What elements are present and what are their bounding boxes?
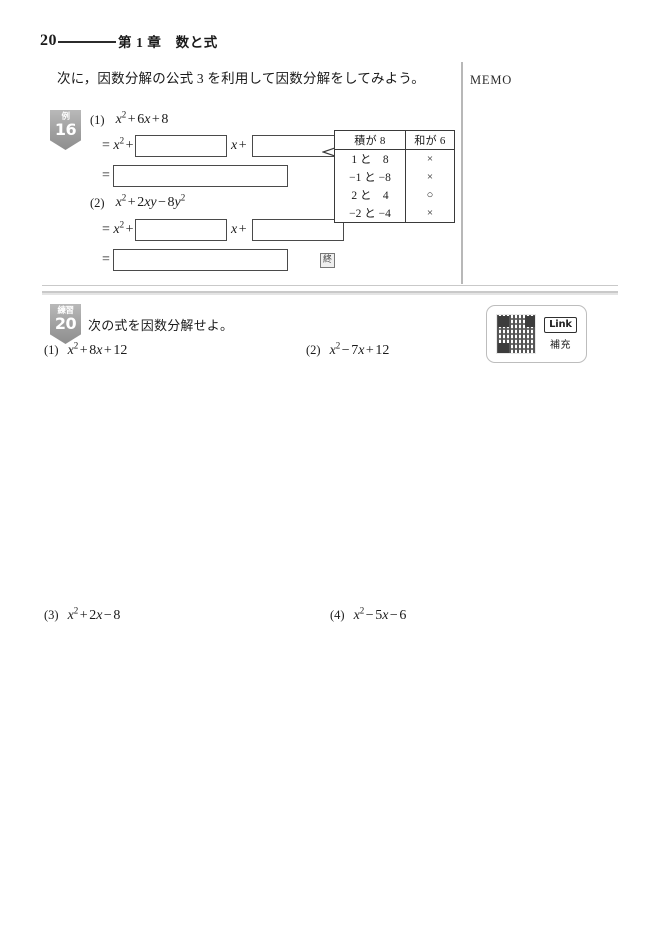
example-item-1-line2-mid: x+ — [231, 138, 247, 153]
table-cell-pair: 2 と 4 — [334, 186, 406, 204]
example-item-1-line3: = — [102, 165, 289, 187]
page-number: 20 — [40, 32, 57, 49]
practice-problem-4: (4) x2−5x−6 — [330, 605, 407, 624]
qr-code-icon[interactable] — [496, 314, 537, 354]
example-item-2-line3-prefix: = — [102, 252, 114, 267]
example-item-2-statement: (2) x2+2xy−8y2 — [90, 192, 186, 211]
example-item-2-label: (2) — [90, 195, 105, 210]
practice-problem-4-label: (4) — [330, 608, 345, 622]
table-cell-mark: × — [426, 171, 434, 183]
link-box[interactable]: Link 補充 — [486, 305, 587, 363]
table-row: 1 と 8 × — [334, 149, 455, 168]
link-badge-label: Link — [544, 317, 577, 333]
practice-badge: 練習 20 — [50, 304, 81, 344]
end-mark: 終 — [320, 253, 335, 268]
answer-box-1a[interactable] — [135, 135, 228, 157]
practice-badge-kind: 練習 — [57, 306, 74, 316]
practice-problem-3-label: (3) — [44, 608, 59, 622]
example-badge: 例 16 — [50, 110, 81, 150]
table-row: −1 と −8 × — [334, 168, 455, 186]
practice-problem-3-expression: x2+2x−8 — [67, 605, 121, 623]
memo-label: MEMO — [470, 73, 513, 87]
example-item-1-line3-prefix: = — [102, 168, 114, 183]
answer-box-2b[interactable] — [252, 219, 345, 241]
table-cell-mark: ○ — [426, 189, 434, 201]
example-badge-number: 16 — [54, 120, 77, 139]
answer-box-2a[interactable] — [135, 219, 228, 241]
answer-box-1c[interactable] — [113, 165, 289, 187]
practice-problem-2-label: (2) — [306, 343, 321, 357]
example-badge-kind: 例 — [61, 112, 70, 122]
example-item-1-expression: x2+6x+8 — [115, 109, 169, 127]
practice-problem-1: (1) x2+8x+12 — [44, 340, 128, 359]
memo-divider — [461, 62, 463, 284]
table-row: 2 と 4 ○ — [334, 186, 455, 204]
example-item-1-line2: = x2+ x+ — [102, 135, 341, 157]
example-item-2-line3: = — [102, 249, 289, 271]
example-item-2-expression: x2+2xy−8y2 — [115, 192, 186, 210]
table-header-sum: 和が 6 — [405, 130, 455, 150]
example-item-2-line2-prefix: = x2+ — [102, 219, 134, 237]
table-cell-pair: 1 と 8 — [334, 149, 406, 168]
chapter-title: 第 1 章 数と式 — [118, 35, 218, 50]
example-item-1-line2-prefix: = x2+ — [102, 135, 134, 153]
table-cell-mark: × — [426, 207, 434, 219]
example-item-2-line2: = x2+ x+ — [102, 219, 345, 241]
practice-problem-1-expression: x2+8x+12 — [67, 340, 128, 358]
running-head: 20 第 1 章 数と式 — [40, 30, 218, 52]
practice-badge-number: 20 — [54, 314, 77, 333]
practice-problem-4-expression: x2−5x−6 — [353, 605, 407, 623]
answer-box-2c[interactable] — [113, 249, 289, 271]
table-cell-pair: −1 と −8 — [334, 168, 406, 186]
practice-instruction: 次の式を因数分解せよ。 — [88, 318, 234, 333]
practice-problem-2-expression: x2−7x+12 — [329, 340, 390, 358]
practice-problem-2: (2) x2−7x+12 — [306, 340, 390, 359]
example-item-2-line2-mid: x+ — [231, 222, 247, 237]
table-header-row: 積が 8 和が 6 — [334, 130, 455, 150]
header-rule — [58, 41, 116, 43]
practice-problem-3: (3) x2+2x−8 — [44, 605, 121, 624]
practice-problem-1-label: (1) — [44, 343, 59, 357]
table-cell-pair: −2 と −4 — [334, 204, 406, 223]
table-header-product: 積が 8 — [334, 130, 406, 150]
example-item-1-statement: (1) x2+6x+8 — [90, 109, 169, 128]
link-text-column: Link 補充 — [544, 317, 577, 351]
factor-pair-table: 積が 8 和が 6 1 と 8 × −1 と −8 × 2 と 4 ○ −2 と… — [334, 130, 455, 223]
section-divider — [42, 285, 618, 293]
lead-sentence: 次に，因数分解の公式 3 を利用して因数分解をしてみよう。 — [57, 71, 426, 86]
table-row: −2 と −4 × — [334, 204, 455, 223]
table-cell-mark: × — [426, 153, 434, 165]
example-item-1-label: (1) — [90, 112, 105, 127]
link-sub-label: 補充 — [550, 340, 571, 351]
